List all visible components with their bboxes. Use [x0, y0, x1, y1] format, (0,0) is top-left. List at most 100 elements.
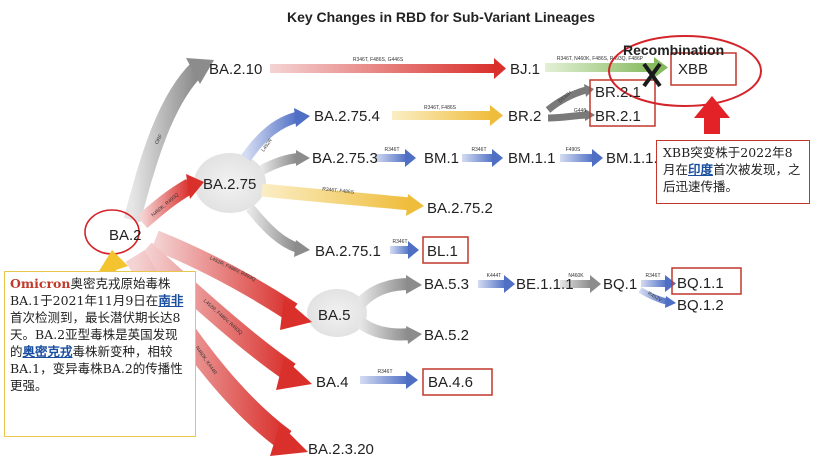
- arrow-br2-br2-1b: [547, 111, 587, 122]
- arrowhead-ba4: [276, 358, 312, 390]
- ba5-hub: [307, 289, 367, 337]
- arrow-ba2-75-ba2-75-1: [246, 204, 300, 253]
- mutation-be1-1-1-bq1: N460K: [568, 273, 584, 279]
- arrowhead-bm1-1-1: [592, 149, 603, 167]
- arrow-ba2-75-ba2-75-4: [241, 111, 300, 162]
- arrowhead-bm1: [405, 149, 416, 167]
- omicron-link[interactable]: 奥密克戎: [22, 344, 73, 359]
- xbb-circle-marking: [608, 35, 762, 107]
- omicron-note-text-1: 奥密克戎原始毒株BA.1于2021年11月9日在: [10, 276, 171, 308]
- mutation-ba2-75-4-br2: R346T, F486S: [424, 105, 457, 111]
- node-bm1-1: BM.1.1: [508, 150, 556, 167]
- ba2-75-hub: [194, 153, 266, 213]
- node-ba2: BA.2: [109, 227, 142, 244]
- node-ba5-2: BA.5.2: [424, 327, 469, 344]
- mutation-bj1-xbb: R346T, N460K, F486S, R493Q, F486P: [557, 56, 644, 62]
- arrowhead-bj1: [494, 58, 506, 79]
- xbb-pointer-arrow: [694, 96, 730, 134]
- arrow-ba4-ba4-6: [360, 376, 408, 384]
- arrow-ba2-10-bj1: [270, 64, 495, 73]
- omicron-note-box: Omicron奥密克戎原始毒株BA.1于2021年11月9日在南非首次检测到，最…: [4, 271, 196, 437]
- arrow-ba2-ba2-75: [136, 179, 194, 229]
- arrow-br2-br2-1a: [545, 86, 587, 113]
- mutation-ba4-ba4-6: R346T: [377, 369, 392, 375]
- arrow-bj1-xbb: [545, 63, 655, 72]
- arrowhead-ba2-10: [186, 58, 214, 84]
- arrow-bm1-1-bm1-1-1: [560, 154, 594, 162]
- arrowhead-bm1-1: [492, 149, 503, 167]
- arrowhead-br2: [490, 105, 503, 126]
- node-ba2-3-20: BA.2.3.20: [308, 441, 374, 458]
- node-br2-1a: BR.2.1: [595, 84, 641, 101]
- node-bq1-1: BQ.1.1: [677, 275, 724, 292]
- recombination-x-icon: [642, 62, 662, 88]
- mutation-bm1-1-bm1-1-1: F490S: [566, 147, 581, 153]
- arrow-ba5-3-be1-1-1: [478, 280, 506, 288]
- arrowhead-br2-1a: [584, 84, 594, 97]
- node-ba2-75-4: BA.2.75.4: [314, 108, 380, 125]
- node-be1-1-1: BE.1.1.1: [516, 276, 574, 293]
- arrow-ba2-75-1-bl1: [390, 246, 410, 254]
- south-africa-link[interactable]: 南非: [158, 293, 184, 308]
- omicron-note-lead: Omicron: [10, 276, 71, 291]
- xbb-note-text-2: 首次被发现，之后迅速传播。: [663, 162, 801, 194]
- xbb-note-text-1: XBB突变株于2022年8月在: [663, 145, 793, 177]
- arrowhead-be1-1-1: [504, 275, 515, 293]
- xbb-note-box: XBB突变株于2022年8月在印度首次被发现，之后迅速传播。: [656, 140, 810, 204]
- arrowhead-ba2-75-4: [294, 108, 310, 127]
- arrowhead-ba5-2: [406, 326, 422, 344]
- node-bq1: BQ.1: [603, 276, 637, 293]
- node-bq1-2: BQ.1.2: [677, 297, 724, 314]
- arrowhead-xbb: [654, 57, 668, 78]
- mutation-ba2-ba2-10: ORF: [154, 133, 164, 145]
- node-ba2-75-3: BA.2.75.3: [312, 150, 378, 167]
- arrowhead-bq1-2: [665, 296, 676, 308]
- node-ba2-75-2: BA.2.75.2: [427, 200, 493, 217]
- ba4-6-highlight-box: [422, 368, 493, 396]
- arrowhead-bq1-1: [665, 275, 676, 292]
- arrowhead-ba2-75-1: [294, 240, 310, 257]
- arrowhead-ba2-3-20: [270, 424, 308, 456]
- omicron-note-text-2: 首次检测到，最长潜伏期长达8天。BA.2亚型毒株是英国发现的: [10, 310, 181, 359]
- node-ba2-75-1: BA.2.75.1: [315, 243, 381, 260]
- mutation-ba2-75-3-bm1: R346T: [384, 147, 399, 153]
- arrow-bm1-bm1-1: [462, 154, 494, 162]
- recombination-label: Recombination: [623, 42, 724, 58]
- arrow-ba2-75-ba2-75-3: [259, 153, 299, 175]
- node-bj1: BJ.1: [510, 61, 540, 78]
- node-ba5: BA.5: [318, 307, 351, 324]
- node-ba4: BA.4: [316, 374, 349, 391]
- india-link[interactable]: 印度: [688, 162, 714, 177]
- node-ba2-75: BA.2.75: [203, 176, 256, 193]
- bl1-highlight-box: [422, 236, 469, 264]
- mutation-ba2-75-ba2-75-2: R346T, F486S: [322, 186, 355, 195]
- node-bm1-1-1: BM.1.1.1: [606, 150, 666, 167]
- node-ba2-10: BA.2.10: [209, 61, 262, 78]
- arrowhead-ba2-75-2: [406, 194, 424, 216]
- arrowhead-bq1: [590, 275, 601, 293]
- node-br2: BR.2: [508, 108, 541, 125]
- node-ba5-3: BA.5.3: [424, 276, 469, 293]
- node-xbb: XBB: [678, 61, 708, 78]
- arrow-be1-1-1-bq1: [560, 280, 592, 288]
- mutation-ba5-3-be1-1-1: K444T: [487, 273, 502, 279]
- arrow-ba2-75-4-br2: [392, 111, 492, 120]
- arrow-ba5-ba5-2: [356, 317, 411, 341]
- node-ba4-6: BA.4.6: [428, 374, 473, 391]
- node-br2-1b: BR.2.1: [595, 108, 641, 125]
- arrowhead-ba2-75-3: [296, 150, 310, 166]
- arrowhead-ba4-6: [406, 371, 418, 389]
- ba2-pointer-arrow: [96, 250, 128, 290]
- arrowhead-ba2-75: [186, 174, 204, 199]
- node-bl1: BL.1: [427, 243, 458, 260]
- diagram-title: Key Changes in RBD for Sub-Variant Linea…: [287, 9, 595, 25]
- node-bm1: BM.1: [424, 150, 459, 167]
- arrow-ba2-ba5: [151, 230, 298, 321]
- mutation-br2-br2-1b: G446: [574, 108, 586, 114]
- arrow-ba2-ba4: [138, 242, 296, 381]
- arrow-ba5-ba5-3: [355, 278, 411, 309]
- mutation-ba2-75-1-bl1: R346T: [392, 239, 407, 245]
- arrowhead-ba5-3: [406, 275, 422, 294]
- arrow-bq1-bq1-1: [641, 280, 667, 287]
